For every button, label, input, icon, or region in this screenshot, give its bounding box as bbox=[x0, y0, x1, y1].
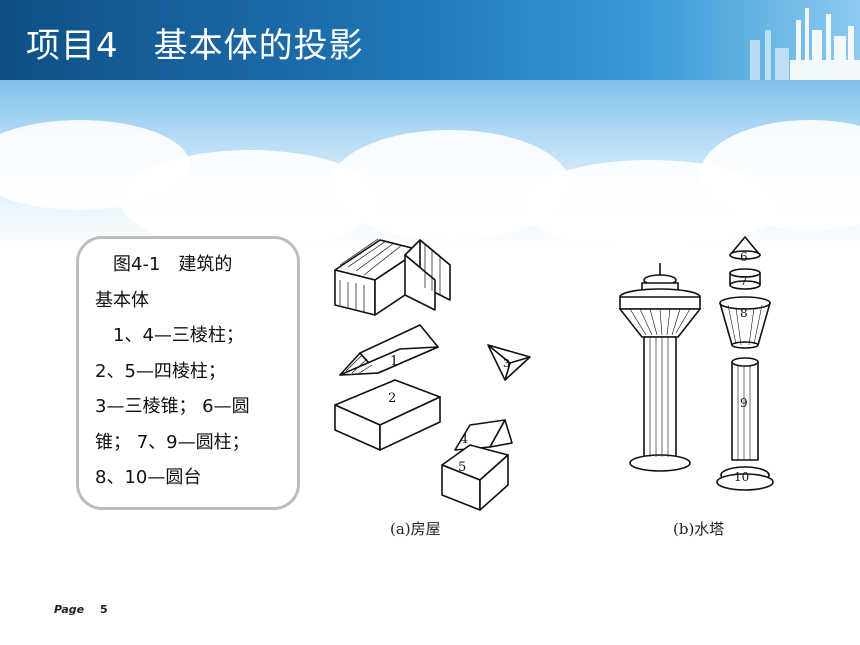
figure-drawing: 1 2 3 4 5 6 7 8 9 10 bbox=[334, 236, 774, 511]
element-number-1: 1 bbox=[390, 354, 398, 369]
rectangular-prism-2 bbox=[334, 379, 441, 451]
element-number-5: 5 bbox=[458, 460, 466, 475]
caption-line: 2、5—四棱柱； bbox=[95, 360, 226, 382]
element-number-6: 6 bbox=[740, 250, 748, 264]
element-number-8: 8 bbox=[740, 306, 748, 320]
water-tower-assembled-drawing bbox=[619, 263, 701, 472]
triangular-prism-4 bbox=[454, 419, 513, 451]
triangular-prism-1 bbox=[339, 324, 439, 376]
caption-line: 3—三棱锥； 6—圆 bbox=[95, 396, 250, 417]
rectangular-prism-5 bbox=[441, 444, 509, 511]
element-number-7: 7 bbox=[740, 274, 748, 288]
element-number-3: 3 bbox=[503, 357, 510, 370]
city-skyline-decoration bbox=[750, 8, 860, 80]
frustum-8 bbox=[719, 296, 771, 349]
element-number-10: 10 bbox=[734, 470, 749, 484]
element-number-2: 2 bbox=[388, 391, 396, 406]
frustum-10 bbox=[716, 466, 774, 491]
sky-cloud-background bbox=[0, 80, 860, 250]
caption-line: 锥； 7、9—圆柱； bbox=[95, 431, 250, 453]
figure-caption-box: 图4-1 建筑的 基本体 1、4—三棱柱； 2、5—四棱柱； 3—三棱锥； 6—… bbox=[76, 236, 300, 510]
header-banner: 项目4 基本体的投影 bbox=[0, 0, 860, 80]
triangular-pyramid-3 bbox=[487, 344, 531, 381]
element-number-9: 9 bbox=[740, 396, 748, 410]
page-title: 项目4 基本体的投影 bbox=[26, 26, 364, 66]
building-elements-figure: 1 2 3 4 5 6 7 8 9 10 (a)房屋 (b)水塔 bbox=[320, 225, 800, 538]
caption-line: 图4-1 建筑的 bbox=[95, 254, 233, 275]
caption-line: 1、4—三棱柱； bbox=[95, 325, 244, 346]
figure-label-water-tower: (b)水塔 bbox=[673, 520, 725, 538]
cylinder-9 bbox=[731, 357, 759, 461]
cone-6 bbox=[729, 236, 761, 260]
element-number-4: 4 bbox=[460, 432, 468, 447]
caption-line: 8、10—圆台 bbox=[95, 467, 202, 488]
house-assembled-drawing bbox=[334, 238, 451, 316]
caption-line: 基本体 bbox=[95, 289, 149, 311]
footer-page-number: 5 bbox=[100, 603, 108, 616]
cylinder-7 bbox=[729, 268, 761, 290]
figure-label-house: (a)房屋 bbox=[390, 520, 441, 538]
footer-page-label: Page bbox=[54, 603, 85, 616]
